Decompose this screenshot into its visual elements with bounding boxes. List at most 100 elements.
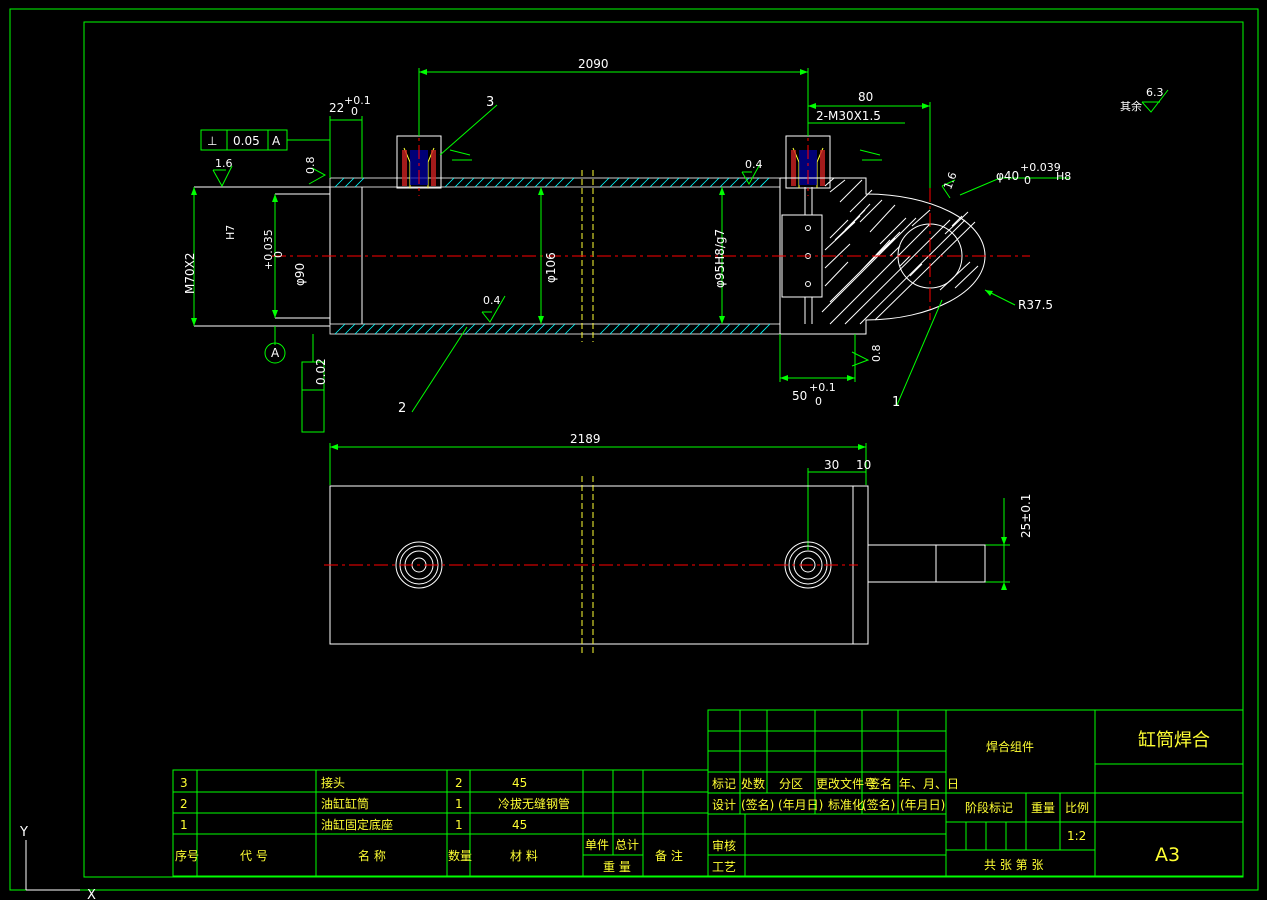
dim-phi95: φ95H8/g7: [713, 229, 727, 288]
dim-phi40: φ40: [996, 169, 1019, 183]
tb-date: 年、月、日: [899, 777, 959, 791]
bom-row-name: 接头: [321, 775, 345, 790]
bom-header-remark: 备 注: [655, 848, 683, 863]
bom-header-code: 代 号: [240, 849, 268, 863]
ucs-y-label: Y: [19, 825, 28, 840]
rough-0-8-b: 0.8: [870, 345, 883, 363]
ucs-icon: Y X: [19, 825, 96, 900]
arrowheads: [191, 69, 1007, 590]
tolerance-frame: [200, 129, 330, 433]
dim-phi106: φ106: [544, 252, 558, 283]
bom-row-qty: 1: [455, 818, 463, 832]
roughness-symbols: [212, 89, 1169, 367]
rough-0-4-a: 0.4: [745, 158, 763, 171]
dim-50: 50: [792, 389, 807, 403]
tol-datum: A: [272, 134, 281, 148]
balloon-2[interactable]: 2: [398, 401, 406, 416]
dim-80: 80: [858, 90, 873, 104]
dim-50-tol: +0.1: [809, 381, 836, 394]
title-block: [707, 709, 1244, 877]
bom-header-unit: 单件: [585, 838, 609, 852]
tb-sheets: 共 张 第 张: [984, 858, 1043, 872]
dim-50-tol2: 0: [815, 395, 822, 408]
rough-0-4-b: 0.4: [483, 294, 501, 307]
dimension-lines: [193, 68, 1070, 583]
bom-header-material: 材 料: [510, 849, 538, 863]
rough-1-6-b: 1.6: [941, 170, 959, 191]
tb-change-doc: 更改文件号: [816, 776, 876, 791]
rough-0-8-a: 0.8: [304, 157, 317, 175]
tb-ratio: 比例: [1065, 801, 1089, 815]
dim-phi90: φ90: [293, 263, 307, 286]
balloon-1[interactable]: 1: [892, 395, 900, 410]
tb-scale-value: 1:2: [1067, 829, 1086, 843]
dim-r37-5: R37.5: [1018, 298, 1053, 312]
dim-2090: 2090: [578, 57, 609, 71]
dim-phi40-tol: +0.039: [1020, 161, 1061, 174]
dim-22-tol2: 0: [351, 105, 358, 118]
rough-1-6-a: 1.6: [215, 157, 233, 170]
bom-row-name: 油缸固定底座: [321, 817, 393, 832]
dim-phi40-fit: H8: [1056, 170, 1071, 183]
dim-phi40-tol2: 0: [1024, 174, 1031, 187]
tb-weight: 重量: [1031, 801, 1055, 815]
title-block-texts: 标记 处数 分区 更改文件号 签名 年、月、日 设计 (签名) (年月日) 标准…: [712, 729, 1210, 874]
assembly-name: 焊合组件: [986, 739, 1034, 754]
bom-rows: 3 接头 2 45 2 油缸缸筒 1 冷拔无缝钢管 1 油缸固定底座 1 45 …: [175, 775, 683, 874]
tb-standardize: 标准化: [828, 798, 864, 812]
tb-mark: 标记: [712, 777, 736, 791]
dim-phi90-fit: H7: [224, 225, 237, 240]
bom-row-name: 油缸缸筒: [321, 796, 369, 811]
dim-m70: M70X2: [183, 253, 197, 294]
bom-row-no: 2: [180, 797, 188, 811]
tb-design-sign: (签名): [741, 797, 774, 812]
tb-std-date: (年月日): [900, 798, 945, 812]
tb-count: 处数: [741, 776, 765, 791]
dim-thread-m30: 2-M30X1.5: [816, 109, 881, 123]
drawing-frame: [9, 8, 1259, 891]
bom-row-material: 45: [512, 776, 527, 790]
dim-25: 25±0.1: [1019, 494, 1033, 538]
bom-row-no: 1: [180, 818, 188, 832]
bom-row-material: 45: [512, 818, 527, 832]
bom-header-weight: 重 量: [603, 860, 631, 874]
dim-10: 10: [856, 458, 871, 472]
bom-row-no: 3: [180, 776, 188, 790]
bom-table: [172, 769, 709, 877]
bom-header-total: 总计: [615, 838, 639, 852]
dim-22: 22: [329, 101, 344, 115]
tol-value: 0.05: [233, 134, 260, 148]
bom-header-no: 序号: [175, 848, 199, 863]
dim-30: 30: [824, 458, 839, 472]
rough-remaining-label: 其余: [1120, 99, 1142, 113]
tol-symbol: ⊥: [207, 134, 217, 148]
dim-phi90-tol2: 0: [272, 251, 285, 258]
tb-stage-mark: 阶段标记: [965, 800, 1013, 815]
part-balloons: 3 2 1: [398, 95, 900, 416]
rough-6-3: 6.3: [1146, 86, 1164, 99]
dimension-texts: 2090 80 2-M30X1.5 22 +0.1 0 ⊥ 0.05 A 1.6…: [183, 57, 1164, 538]
tb-design-date: (年月日): [778, 798, 823, 812]
tb-zone: 分区: [779, 777, 803, 791]
port-fitting-right: [785, 135, 831, 189]
tb-std-sign: (签名): [862, 797, 895, 812]
ucs-x-label: X: [87, 888, 96, 900]
balloon-3[interactable]: 3: [486, 95, 494, 110]
runout-value: 0.02: [314, 358, 328, 385]
tb-process: 工艺: [712, 860, 736, 874]
bom-row-qty: 1: [455, 797, 463, 811]
tb-review: 审核: [712, 838, 736, 853]
dim-phi90-tol: +0.035: [262, 229, 275, 270]
bom-row-qty: 2: [455, 776, 463, 790]
dim-2189: 2189: [570, 432, 601, 446]
drawing-title: 缸筒焊合: [1138, 729, 1210, 751]
tb-signature: 签名: [868, 776, 892, 791]
dim-22-tol: +0.1: [344, 94, 371, 107]
sheet-size: A3: [1155, 844, 1180, 866]
section-view: [194, 120, 1030, 342]
bom-row-material: 冷拔无缝钢管: [498, 796, 570, 811]
tb-design: 设计: [712, 798, 736, 812]
bom-header-name: 名 称: [358, 848, 386, 863]
bom-header-qty: 数量: [448, 848, 472, 863]
